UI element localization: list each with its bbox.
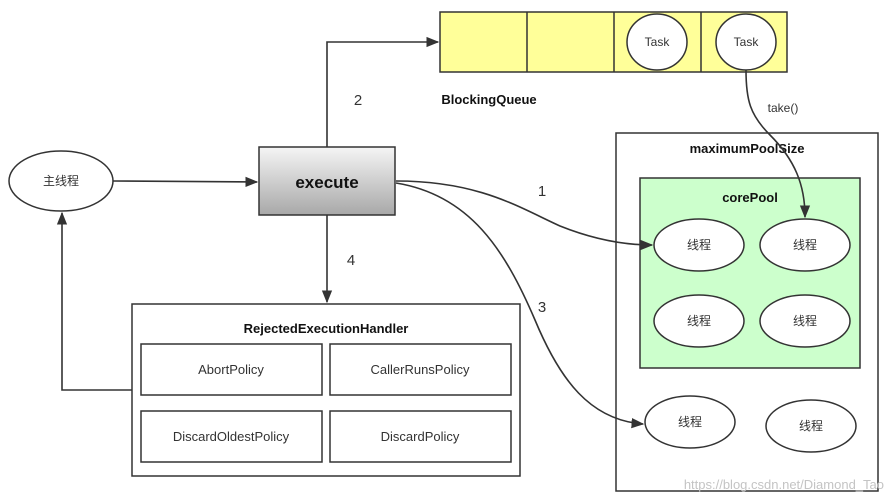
discard-oldest-policy-box — [140, 410, 323, 463]
edge-execute-to-queue — [326, 36, 440, 147]
blocking-queue: Task Task — [439, 11, 788, 73]
thread-node — [765, 399, 857, 453]
discard-policy-box — [329, 410, 512, 463]
abort-policy-label: AbortPolicy — [198, 362, 264, 377]
step-2-label: 2 — [354, 92, 362, 109]
thread-node — [653, 218, 745, 272]
thread-node — [759, 294, 851, 348]
caller-runs-policy-label: CallerRunsPolicy — [371, 362, 470, 377]
blocking-queue-label: BlockingQueue — [441, 92, 536, 107]
rejected-handler-label: RejectedExecutionHandler — [244, 321, 409, 336]
thread-label: 线程 — [678, 414, 702, 429]
rejected-handler: RejectedExecutionHandler AbortPolicy Cal… — [131, 303, 521, 477]
thread-label: 线程 — [793, 237, 817, 252]
discard-oldest-policy-label: DiscardOldestPolicy — [173, 429, 290, 444]
execute-label: execute — [295, 173, 358, 192]
thread-node — [759, 218, 851, 272]
thread-node — [644, 395, 736, 449]
step-3-label: 3 — [538, 299, 546, 316]
edge-execute-to-extra-thread — [395, 182, 645, 429]
thread-label: 线程 — [793, 313, 817, 328]
thread-label: 线程 — [799, 418, 823, 433]
maximum-pool-label: maximumPoolSize — [690, 141, 805, 156]
thread-label: 线程 — [687, 313, 711, 328]
edge-handler-to-main — [56, 211, 132, 391]
edge-execute-to-core-thread — [395, 180, 654, 251]
step-1-label: 1 — [538, 183, 546, 200]
step-4-label: 4 — [347, 252, 355, 269]
task-label: Task — [734, 35, 760, 49]
abort-policy-box — [140, 343, 323, 396]
thread-label: 线程 — [687, 237, 711, 252]
take-label: take() — [768, 101, 799, 115]
main-thread-label: 主线程 — [43, 173, 79, 188]
task-node — [626, 13, 688, 71]
watermark-text: https://blog.csdn.net/Diamond_Tao — [684, 477, 884, 492]
caller-runs-policy-box — [329, 343, 512, 396]
edge-task-to-core-thread — [745, 69, 811, 219]
thread-node — [653, 294, 745, 348]
task-label: Task — [645, 35, 671, 49]
edge-main-to-execute — [112, 176, 259, 188]
maximum-pool: maximumPoolSize corePool 线程 线程 线程 线程 线程 … — [615, 132, 879, 492]
discard-policy-label: DiscardPolicy — [381, 429, 460, 444]
core-pool-label: corePool — [722, 190, 778, 205]
